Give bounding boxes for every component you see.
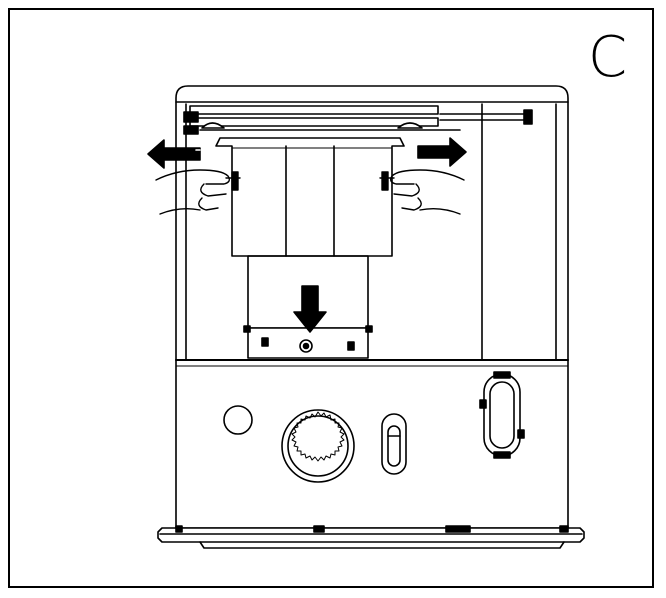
control-knob: [281, 409, 355, 483]
handle-opening: [479, 371, 525, 459]
pilot-light: [223, 405, 253, 435]
figure-border: [8, 8, 654, 588]
down-arrow-icon: [293, 285, 327, 333]
step-label: C: [588, 25, 628, 90]
control-panel: [223, 371, 525, 483]
left-hand-icon: [155, 169, 241, 215]
combustion-chamber: [215, 137, 405, 257]
fuel-gauge: [381, 413, 407, 475]
lower-chamber: [243, 255, 373, 359]
heater-cabinet: [175, 85, 569, 529]
right-arrow-icon: [417, 137, 467, 167]
heater-base: [157, 525, 585, 549]
right-hand-icon: [379, 169, 465, 215]
left-arrow-icon: [147, 139, 201, 169]
top-rail: [183, 105, 533, 135]
